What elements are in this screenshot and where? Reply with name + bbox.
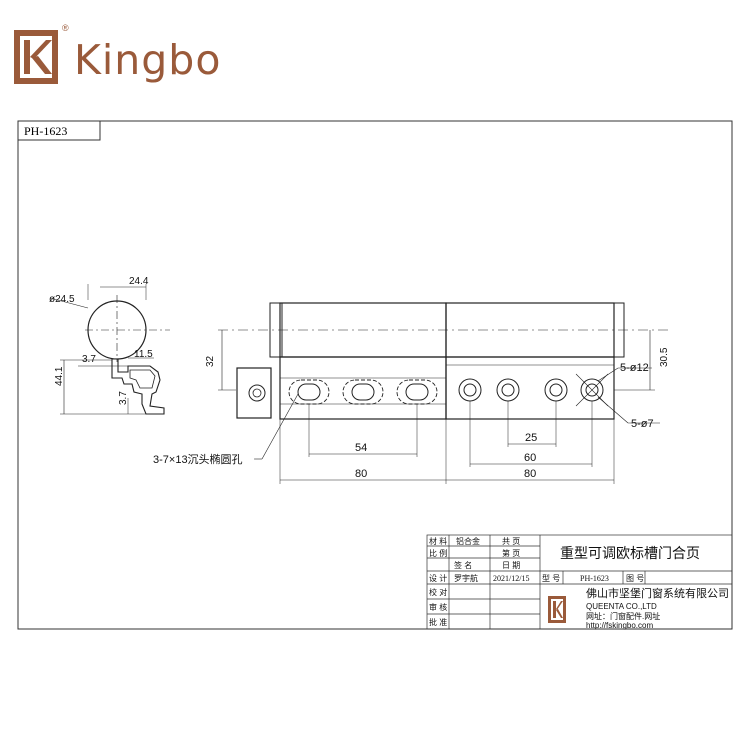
registered-mark: ® [62,23,69,33]
end-block-hole [248,384,266,402]
tb-page-no: 第 页 [502,548,520,558]
dim-leader-ball [49,297,89,309]
profile-body [111,358,165,415]
leaf-left [279,356,447,420]
dim-offset-3-7-b: 3.7 [118,391,129,405]
model-tag-box [17,120,101,141]
dim-height-32: 32 [205,355,216,367]
tb-drawing-no-label: 图 号 [626,574,644,583]
hole-outer [496,378,520,402]
tb-website-url: http://fskingbo.com [586,621,653,630]
dim-length-80-left: 80 [355,468,367,480]
hole-inner [501,383,515,397]
leader-hole-7 [597,396,629,424]
dim-spacing-60: 60 [524,452,536,464]
profile-inner [129,369,156,389]
tb-model-value: PH-1623 [580,574,609,583]
dim-spacing-25: 25 [525,432,537,444]
tb-company-cn: 佛山市坚堡门窗系统有限公司 [586,586,729,600]
hole-outer [544,378,568,402]
tb-date-label: 日 期 [502,561,520,570]
dim-hole-12: 5-ø12 [620,362,649,374]
tb-material-label: 材 料 [429,536,447,546]
tb-design-date: 2021/12/15 [493,574,529,583]
slot-inner [351,383,375,401]
slotted-holes [288,379,438,405]
tb-designer: 罗宇航 [454,573,478,583]
slot-inner [297,383,321,401]
dim-top-width: 24.4 [129,276,149,287]
knuckle-cap-left [269,302,283,358]
dim-offset-3-7-a: 3.7 [82,354,96,365]
leaf-right [445,356,615,420]
front-view [218,302,668,484]
drawing-frame [17,120,733,630]
brand-name: Kingbo [74,36,222,84]
round-holes [458,373,609,407]
tb-product-title: 重型可调欧标槽门合页 [560,545,700,561]
kingbo-logo-icon [14,30,58,84]
slot-outline [342,379,384,405]
side-profile-labels: ø24.5 24.4 3.7 11.5 3.7 44.1 [49,276,153,405]
tb-scale-label: 比 例 [429,548,447,558]
tb-model-label: 型 号 [542,574,560,583]
title-block-text: 材 料 铝合金 共 页 比 例 第 页 签 名 日 期 重型可调欧标槽门合页 设… [429,536,729,630]
hole-inner [463,383,477,397]
leader-hole-12 [597,367,619,382]
dim-length-80-right: 80 [524,468,536,480]
slot-inner [405,383,429,401]
slot-note: 3-7×13沉头椭圆孔 [153,452,243,466]
end-block [236,367,272,419]
tb-material-value: 铝合金 [456,536,480,546]
knuckle-cap-right [613,302,625,358]
tb-review-label: 审 核 [429,602,447,612]
tb-company-en: QUEENTA CO.,LTD [586,602,657,611]
side-profile-view [49,284,170,415]
tb-website-cn: 网址：门窗配件.网址 [586,611,660,621]
tb-check-label: 校 对 [429,587,447,597]
knuckle-right [445,302,615,358]
tb-total-pages: 共 页 [502,537,520,546]
tb-sign-label: 签 名 [454,560,472,570]
tb-approve-label: 批 准 [429,617,447,627]
front-view-labels: 32 30.5 54 80 25 60 80 5-ø12 5-ø7 3-7×13… [153,347,670,480]
title-block [426,534,733,630]
dim-ball-diameter: ø24.5 [49,294,75,305]
dim-offset-11-5: 11.5 [134,349,153,360]
dim-height-30-5: 30.5 [659,347,670,367]
dim-spacing-54: 54 [355,442,367,454]
dim-hole-7: 5-ø7 [631,418,654,430]
brand-logo: ® Kingbo [12,14,220,86]
hole-outer [458,378,482,402]
dim-height-44-1: 44.1 [54,366,65,386]
hole-inner [585,383,599,397]
hole-inner [549,383,563,397]
model-tag: PH-1623 [24,124,67,138]
tb-design-label: 设 计 [429,573,447,583]
